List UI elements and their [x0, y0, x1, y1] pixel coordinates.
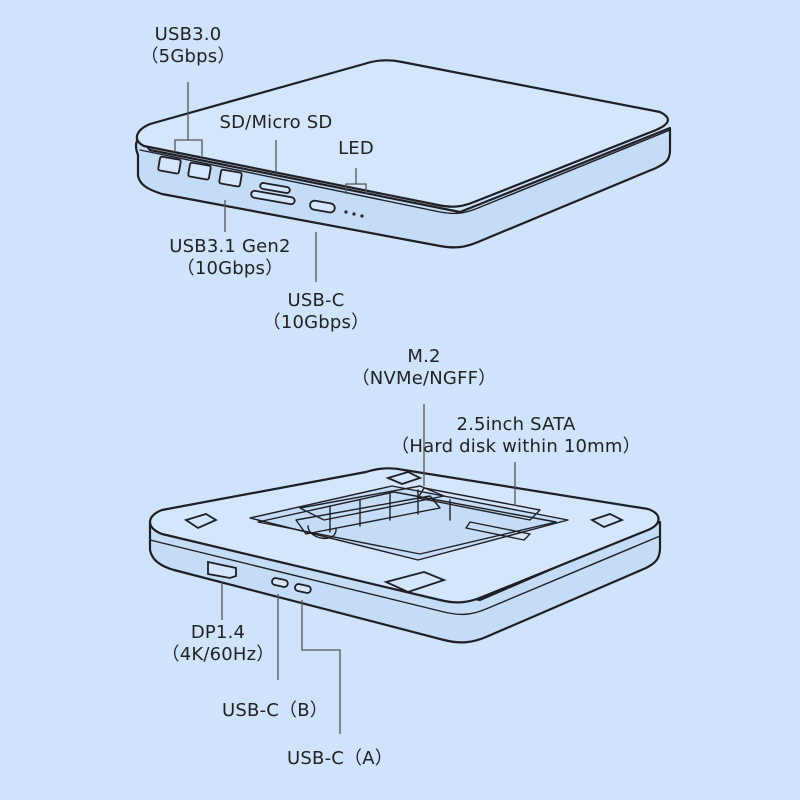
label-led-line1: LED	[338, 138, 374, 159]
label-usbc-line2: （10Gbps）	[262, 312, 370, 333]
top-hub-device	[134, 59, 672, 282]
dock-foot-bottom	[383, 571, 447, 593]
bottom-dock-device	[148, 404, 662, 734]
dock-inner-cavity	[249, 485, 569, 561]
label-sata: 2.5inch SATA （Hard disk within 10mm）	[391, 414, 641, 458]
label-usbc-b: USB-C（B）	[222, 700, 328, 722]
label-usb31-line2: （10Gbps）	[176, 258, 284, 279]
leader-usbc-a	[301, 600, 341, 734]
usb-c-port-b	[271, 577, 289, 588]
dock-bottom-edge	[149, 535, 661, 616]
sd-slot	[259, 182, 291, 194]
dock-foot-top	[385, 471, 423, 485]
led-dot-1	[344, 210, 348, 214]
dock-side	[148, 520, 662, 644]
sata-bay	[417, 487, 541, 541]
label-usbc-a-line1: USB-C（A）	[287, 748, 393, 769]
label-dp-line2: （4K/60Hz）	[161, 644, 275, 665]
label-dp-line1: DP1.4	[190, 622, 246, 643]
label-sd: SD/Micro SD	[219, 112, 332, 134]
label-usb30: USB3.0 （5Gbps）	[140, 24, 235, 68]
led-dot-2	[352, 212, 356, 216]
dock-cavity-floor	[257, 491, 557, 555]
displayport-port	[207, 560, 237, 579]
usb-a-port-1	[157, 155, 182, 175]
label-m2: M.2 （NVMe/NGFF）	[352, 346, 497, 390]
top-hub-bottom-edge	[139, 129, 671, 215]
label-usbc-line1: USB-C	[287, 290, 345, 311]
label-dp: DP1.4 （4K/60Hz）	[161, 622, 274, 666]
usb-c-port	[309, 199, 336, 214]
dock-foot-left	[183, 513, 218, 530]
label-m2-line2: （NVMe/NGFF）	[351, 368, 497, 389]
label-usb31: USB3.1 Gen2 （10Gbps）	[169, 236, 290, 280]
dock-foot-right	[589, 513, 625, 528]
top-hub-side	[134, 126, 672, 249]
top-hub-top-surface	[135, 59, 669, 208]
label-sata-line1: 2.5inch SATA	[456, 414, 576, 435]
label-sd-line1: SD/Micro SD	[219, 112, 333, 133]
usb-a-port-2	[187, 161, 212, 181]
label-usbc-a: USB-C（A）	[287, 748, 393, 770]
label-usb31-line1: USB3.1 Gen2	[169, 236, 291, 257]
label-usb30-line1: USB3.0	[154, 24, 222, 45]
label-m2-line1: M.2	[407, 346, 441, 367]
m2-bay	[295, 485, 445, 539]
led-dot-3	[360, 214, 364, 218]
label-usbc-b-line1: USB-C（B）	[222, 700, 328, 721]
usb-a-port-3	[218, 168, 243, 188]
label-led: LED	[338, 138, 374, 160]
microsd-slot	[250, 189, 296, 206]
usb-c-port-a	[294, 583, 312, 594]
label-usb30-line2: （5Gbps）	[140, 46, 236, 67]
label-sata-line2: （Hard disk within 10mm）	[391, 436, 641, 457]
label-usbc: USB-C （10Gbps）	[263, 290, 370, 334]
